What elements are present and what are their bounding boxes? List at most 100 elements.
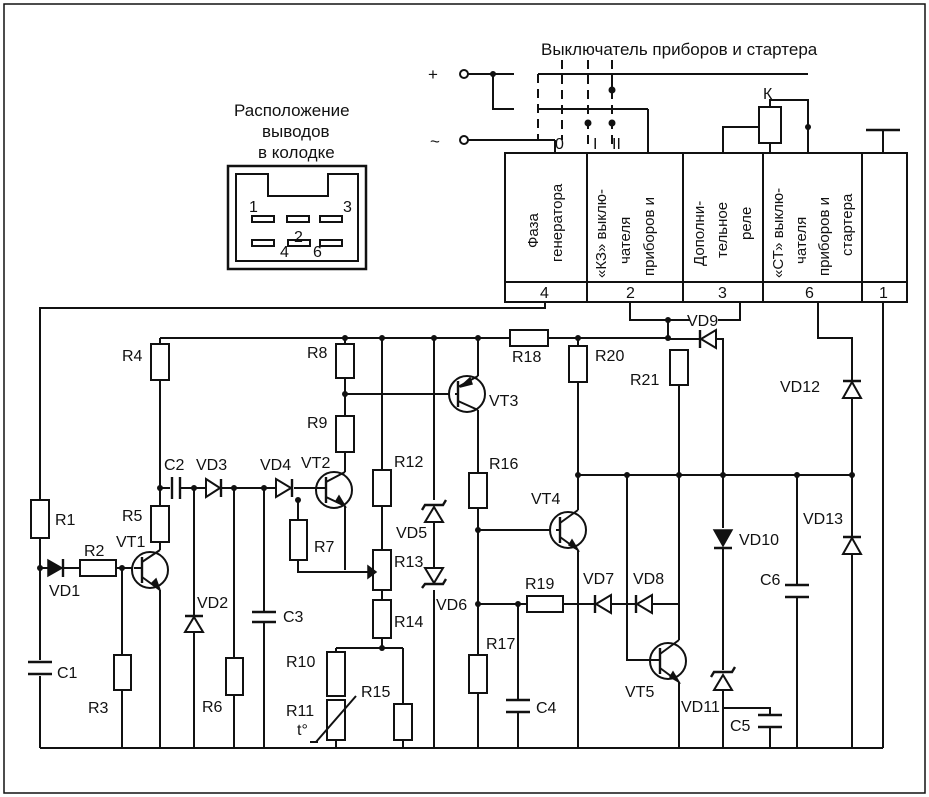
label-r16: R16: [489, 456, 518, 473]
label-r11: R11: [286, 703, 314, 720]
label-r10: R10: [286, 654, 315, 671]
label-vd3: VD3: [196, 457, 227, 474]
zener-vd5: [420, 499, 448, 523]
label-vt2: VT2: [301, 455, 330, 472]
ac-terminal-label: ~: [430, 132, 440, 151]
label-vd7: VD7: [583, 571, 614, 588]
diode-vd9: [668, 328, 723, 350]
col-extra-relay-line3: реле: [738, 207, 755, 240]
col-kz-line3: приборов и: [641, 197, 658, 276]
connector-title-line3: в колодке: [258, 143, 335, 162]
label-c2: C2: [164, 457, 185, 474]
power-switch: + ~ 0 I II: [428, 60, 808, 153]
resistor-r14: [372, 599, 392, 639]
pin-1: 1: [249, 199, 258, 216]
component-labels: R1 R2 R3 R4 R5 R6 R7 R8 R9 R10 R11 t° R1…: [49, 313, 843, 739]
capacitor-c5: [758, 713, 782, 729]
diode-vd8: [627, 593, 658, 615]
r11-thermistor-slash: [315, 695, 357, 743]
label-c6: C6: [760, 572, 781, 589]
label-thermo: t°: [297, 722, 308, 739]
switch-title: Выключатель приборов и стартера: [541, 40, 818, 59]
pin-4: 4: [280, 244, 289, 261]
col-st-line2: чателя: [793, 217, 810, 264]
terminal-block: Фаза генератора «КЗ» выклю- чателя прибо…: [504, 152, 908, 303]
transistor-vt2: [315, 471, 353, 509]
resistor-r1: [30, 499, 50, 539]
label-r14: R14: [394, 614, 423, 631]
pin-2: 2: [294, 229, 303, 246]
capacitor-c3: [252, 610, 276, 624]
connector-title-line1: Расположение: [234, 101, 350, 120]
label-r1: R1: [55, 512, 76, 529]
label-r18: R18: [512, 349, 541, 366]
diode-vd1: [47, 558, 65, 578]
resistor-r10: [326, 651, 346, 697]
label-r6: R6: [202, 699, 223, 716]
pin-label-6: 6: [805, 285, 814, 302]
connector-pinout: Расположение выводов в колодке 1 2 3 4 6: [226, 101, 368, 271]
label-r3: R3: [88, 700, 109, 717]
capacitor-c6: [785, 583, 809, 599]
label-r5: R5: [122, 508, 143, 525]
label-r7: R7: [314, 539, 335, 556]
label-vd5: VD5: [396, 525, 427, 542]
label-c5: C5: [730, 718, 751, 735]
resistor-r6: [225, 657, 244, 696]
label-r8: R8: [307, 345, 328, 362]
diode-vd12: [841, 370, 863, 399]
diode-vd3: [200, 477, 223, 499]
label-c4: C4: [536, 700, 557, 717]
label-vd13: VD13: [803, 511, 843, 528]
transistor-vt3: [448, 375, 486, 413]
label-c3: C3: [283, 609, 304, 626]
label-vd1: VD1: [49, 583, 80, 600]
col-extra-relay-line2: тельное: [714, 202, 731, 258]
label-c1: C1: [57, 665, 78, 682]
relay-label: К: [763, 86, 773, 103]
col-extra-relay-line1: Дополни-: [691, 201, 708, 266]
diodes: [47, 328, 863, 691]
capacitor-c1: [28, 660, 52, 676]
plus-terminal-label: +: [428, 65, 438, 84]
col-kz-line1: «КЗ» выклю-: [593, 189, 610, 278]
wiring: [37, 302, 884, 749]
label-r20: R20: [595, 348, 624, 365]
resistor-r20: [568, 345, 588, 383]
label-vd6: VD6: [436, 597, 467, 614]
connector-title-line2: выводов: [262, 122, 330, 141]
pin-3: 3: [343, 199, 352, 216]
label-r9: R9: [307, 415, 328, 432]
col-phase-line2: генератора: [549, 183, 566, 262]
resistor-r17: [468, 654, 488, 694]
label-vd9: VD9: [687, 313, 718, 330]
resistor-r3: [113, 654, 132, 691]
col-st-line3: приборов и: [816, 197, 833, 276]
resistor-r15: [393, 703, 413, 741]
col-phase-line1: Фаза: [525, 213, 542, 248]
label-vt1: VT1: [116, 534, 145, 551]
capacitor-c4: [506, 698, 530, 714]
ground-icon: [866, 128, 900, 153]
pin-label-1: 1: [879, 285, 888, 302]
relay-k: К: [722, 86, 811, 153]
switch-pos-I: I: [593, 136, 597, 153]
resistor-r4: [150, 343, 170, 381]
pin-label-4: 4: [540, 285, 549, 302]
label-r4: R4: [122, 348, 143, 365]
label-vt4: VT4: [531, 491, 560, 508]
diode-vd10: [712, 529, 734, 550]
transistor-vt5: [648, 639, 687, 685]
resistor-r19: [526, 595, 564, 613]
transistor-vt1: [131, 549, 169, 591]
switch-pos-0: 0: [555, 136, 564, 153]
pin-label-3: 3: [718, 285, 727, 302]
resistor-r21: [669, 349, 689, 386]
label-vd10: VD10: [739, 532, 779, 549]
label-r12: R12: [394, 454, 423, 471]
resistor-r2: [79, 559, 117, 577]
label-vd2: VD2: [197, 595, 228, 612]
resistor-r12: [372, 469, 392, 507]
label-vd12: VD12: [780, 379, 820, 396]
